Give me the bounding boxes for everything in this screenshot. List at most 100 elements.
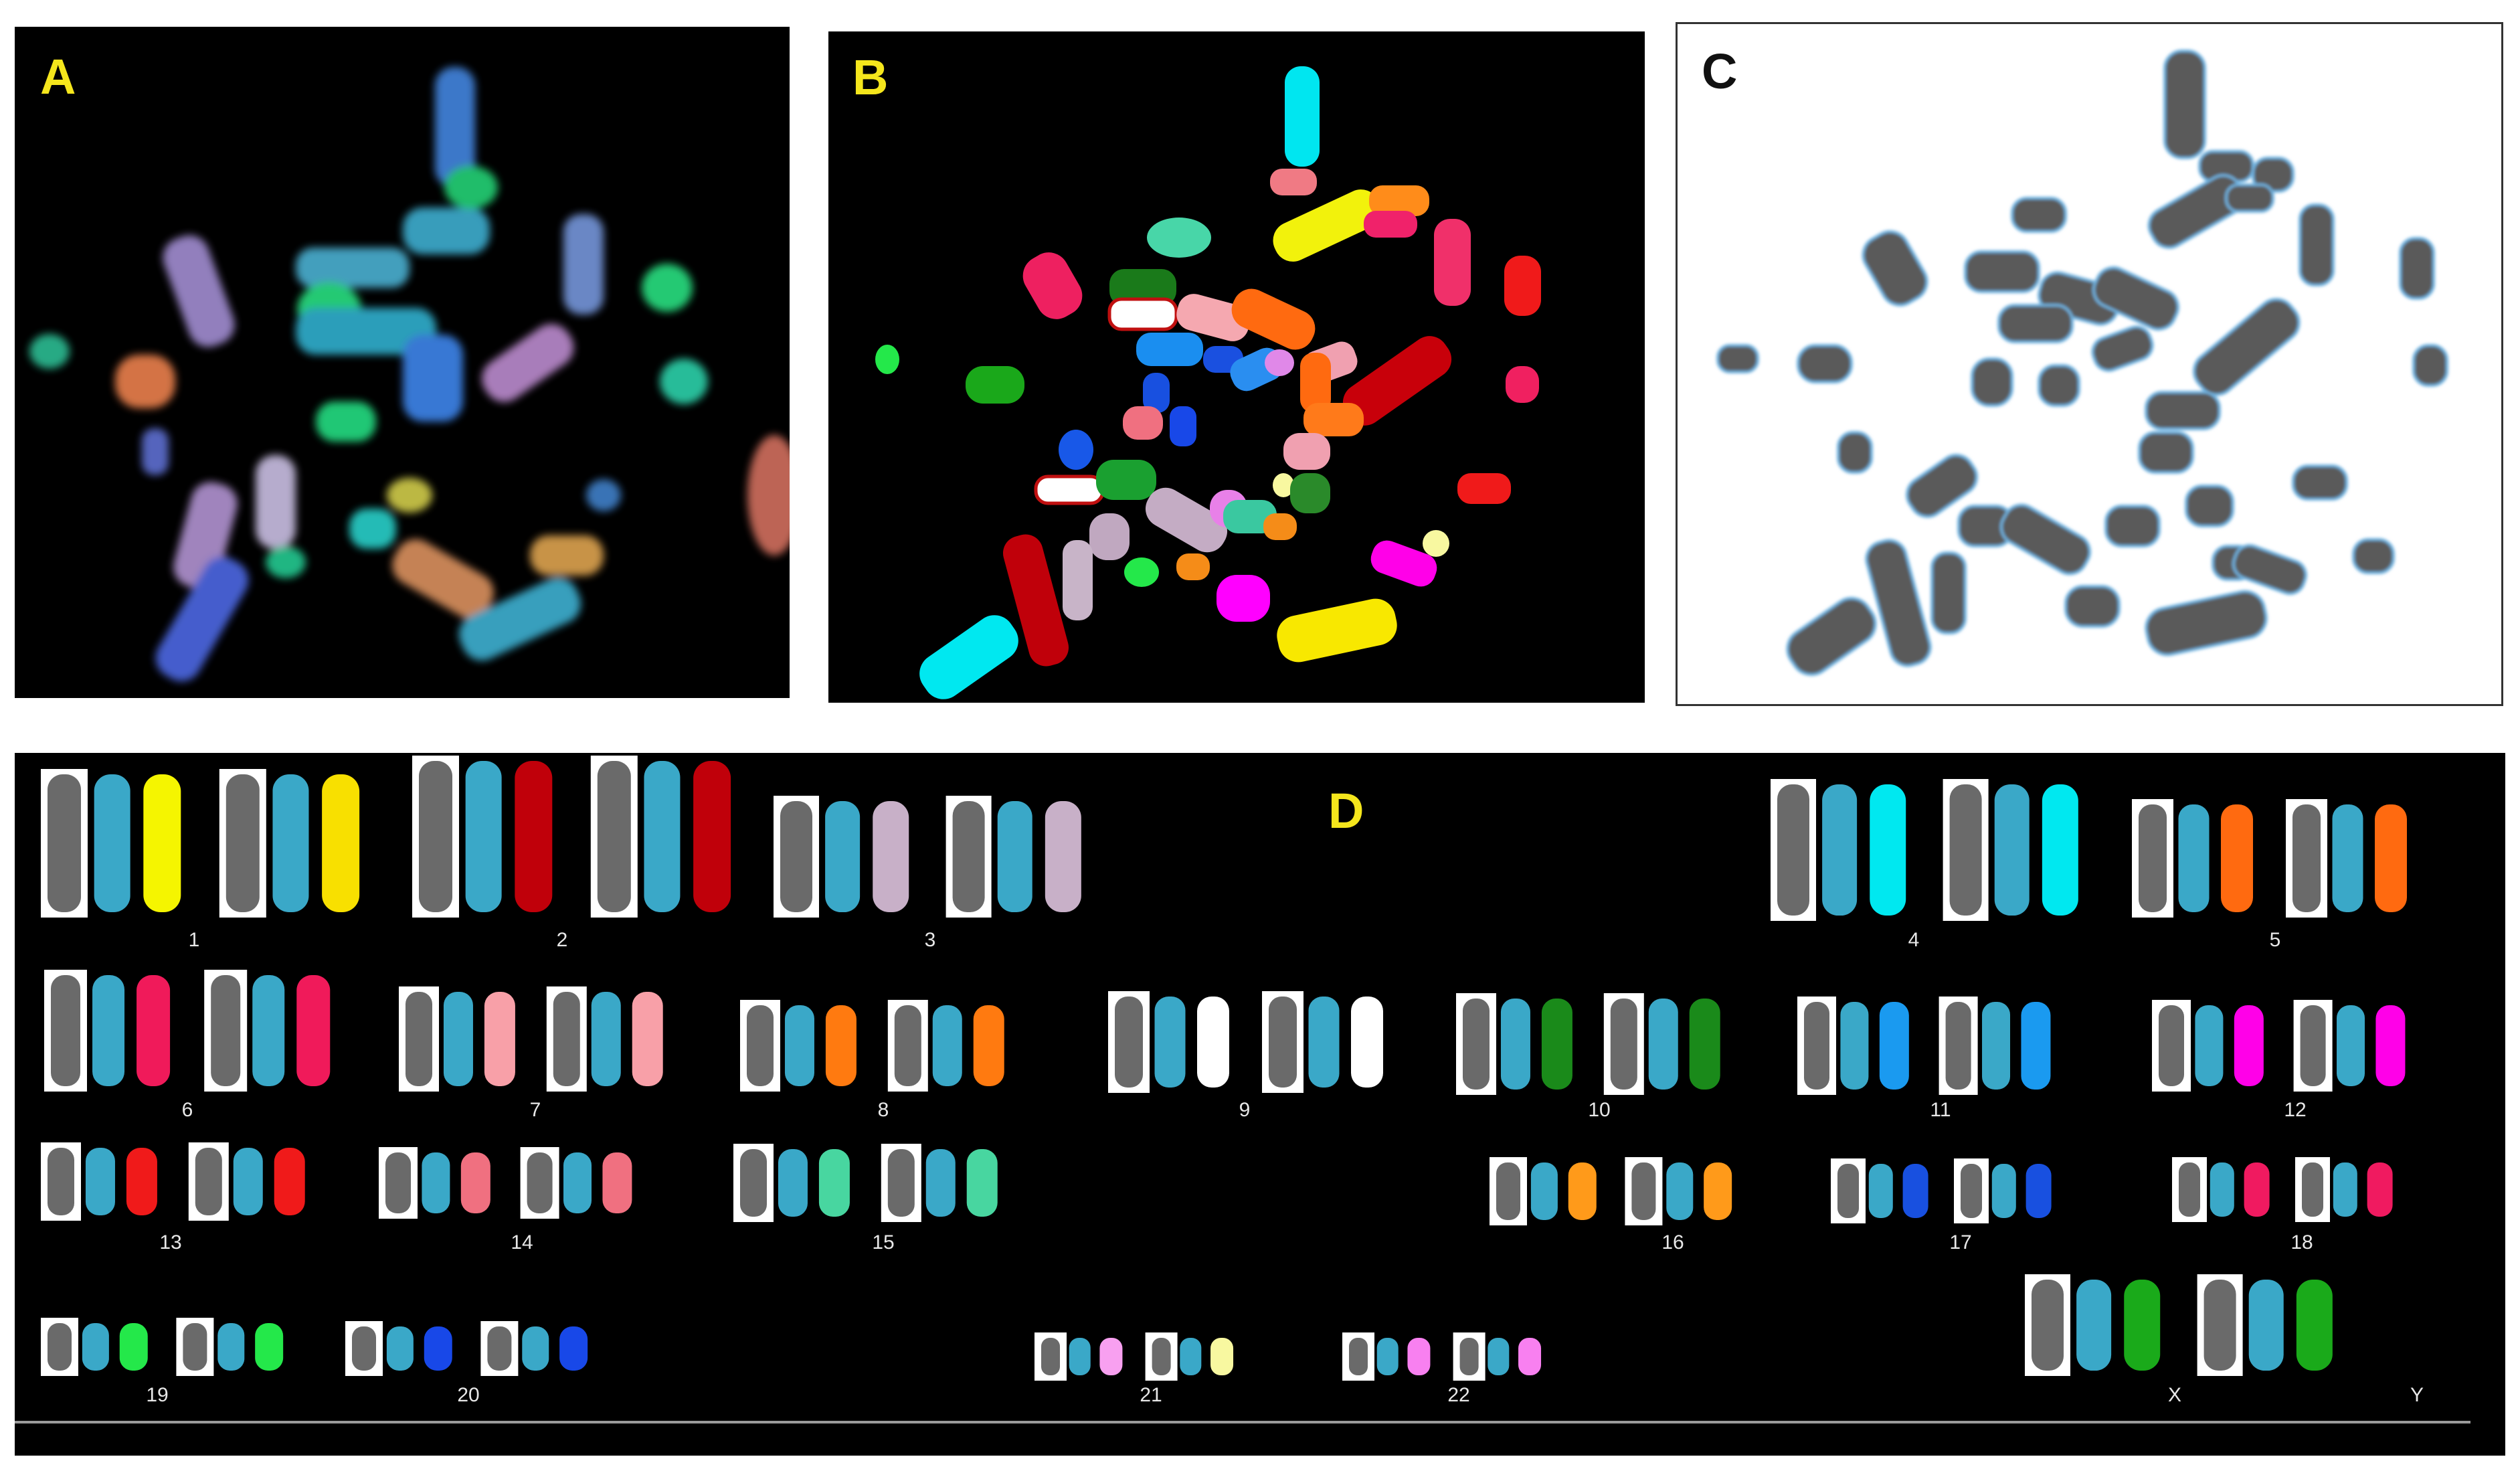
chromosome-pair-21 — [1034, 1332, 1234, 1381]
greyscale-chromosome — [226, 774, 260, 912]
chromosome-label-19: 19 — [146, 1384, 169, 1406]
classified-chromosome — [1541, 999, 1572, 1090]
classified-chromosome — [1210, 1338, 1234, 1375]
chromosome-label-11: 11 — [1930, 1099, 1951, 1121]
chromosome-pair-5 — [2132, 799, 2407, 918]
chromosome-label-3: 3 — [924, 929, 936, 951]
fish-chromosome — [2076, 1280, 2112, 1371]
panel-a-fish-image: A — [15, 27, 790, 698]
fish-chromosome — [1530, 1162, 1558, 1220]
greyscale-chromosome — [2159, 1005, 2184, 1086]
fish-chromosome — [644, 761, 681, 912]
greyscale-chromosome — [527, 1152, 553, 1213]
greyscale-chromosome — [385, 1152, 411, 1213]
greyscale-chromosome — [2300, 1005, 2326, 1086]
chromosome-label-12: 12 — [2284, 1099, 2307, 1121]
classified-chromosome — [2296, 1280, 2333, 1371]
fish-chromosome — [233, 1148, 263, 1215]
chromosome-pair-10 — [1456, 993, 1720, 1095]
fish-chromosome — [82, 1323, 109, 1371]
panel-b-label: B — [852, 50, 889, 105]
greyscale-chromosome — [195, 1148, 222, 1215]
classified-chromosome — [966, 1149, 998, 1217]
classified-chromosome — [322, 774, 360, 912]
fish-chromosome — [1982, 1002, 2011, 1090]
greyscale-chromosome — [1269, 997, 1297, 1088]
chromosome-label-2: 2 — [556, 929, 568, 951]
fish-chromosome — [997, 801, 1032, 912]
classified-chromosome — [1099, 1338, 1123, 1375]
classified-chromosome — [1902, 1164, 1928, 1218]
chromosome-label-1: 1 — [188, 929, 200, 951]
fish-chromosome — [1868, 1164, 1893, 1218]
fish-chromosome — [1666, 1162, 1694, 1220]
greyscale-chromosome — [183, 1323, 207, 1371]
classified-chromosome — [2124, 1280, 2161, 1371]
classified-chromosome — [1568, 1162, 1597, 1220]
chromosome-label-7: 7 — [529, 1099, 541, 1121]
classified-chromosome — [2367, 1162, 2393, 1217]
classified-chromosome — [515, 761, 553, 912]
fish-chromosome — [563, 1152, 592, 1213]
fish-chromosome — [2178, 804, 2210, 912]
fish-chromosome — [272, 774, 309, 912]
greyscale-chromosome — [1349, 1338, 1368, 1375]
fish-chromosome — [1488, 1338, 1510, 1375]
classified-chromosome — [255, 1323, 284, 1371]
greyscale-chromosome — [1945, 1002, 1971, 1090]
chromosome-label-5: 5 — [2269, 929, 2281, 951]
classified-chromosome — [2244, 1162, 2270, 1217]
fish-chromosome — [1069, 1338, 1091, 1375]
greyscale-chromosome — [1463, 999, 1490, 1090]
greyscale-chromosome — [51, 975, 80, 1086]
chromosome-pair-7 — [399, 986, 663, 1092]
chromosome-label-22: 22 — [1447, 1384, 1470, 1406]
classified-chromosome — [1351, 997, 1383, 1088]
greyscale-chromosome — [597, 761, 631, 912]
chromosome-pair-19 — [41, 1318, 284, 1376]
chromosome-pair-16 — [1490, 1157, 1732, 1225]
classified-chromosome — [1689, 999, 1720, 1090]
greyscale-chromosome — [2179, 1162, 2200, 1217]
chromosome-pair-12 — [2152, 1000, 2406, 1092]
chromosome-pair-20 — [345, 1321, 588, 1376]
fish-chromosome — [1500, 999, 1530, 1090]
classified-chromosome — [1407, 1338, 1431, 1375]
karyogram-baseline — [15, 1421, 2470, 1423]
chromosome-label-4: 4 — [1908, 929, 1920, 951]
classified-chromosome — [424, 1326, 452, 1371]
greyscale-chromosome — [1837, 1164, 1859, 1218]
karyogram-chromosome-pairs — [41, 756, 2407, 1381]
fish-chromosome — [94, 774, 130, 912]
classified-chromosome — [2375, 804, 2407, 912]
greyscale-chromosome — [1804, 1002, 1829, 1090]
classified-chromosome — [1197, 997, 1229, 1088]
classified-chromosome — [1045, 801, 1081, 912]
classified-chromosome — [2042, 784, 2078, 916]
chromosome-label-18: 18 — [2290, 1231, 2313, 1254]
chromosome-label-10: 10 — [1588, 1099, 1611, 1121]
chromosome-pair-8 — [740, 1000, 1004, 1092]
classified-chromosome — [632, 992, 663, 1086]
fish-chromosome — [522, 1326, 549, 1371]
panel-a-label: A — [40, 49, 76, 104]
classified-chromosome — [484, 992, 515, 1086]
fish-chromosome — [217, 1323, 245, 1371]
classified-chromosome — [2221, 804, 2253, 912]
greyscale-chromosome — [1777, 784, 1809, 916]
classified-chromosome — [873, 801, 909, 912]
chromosome-label-16: 16 — [1661, 1231, 1684, 1254]
classified-chromosome — [1879, 1002, 1909, 1090]
fish-chromosome — [778, 1149, 808, 1217]
greyscale-chromosome — [1459, 1338, 1479, 1375]
fish-chromosome — [2195, 1005, 2224, 1086]
classified-metaphase-spread — [875, 66, 1541, 699]
chromosome-pair-11 — [1797, 997, 2051, 1095]
classified-chromosome — [1870, 784, 1906, 916]
chromosome-label-14: 14 — [511, 1231, 533, 1254]
fish-metaphase-spread — [29, 67, 790, 682]
panel-c-label: C — [1702, 44, 1738, 99]
chromosome-label-y: Y — [2410, 1384, 2424, 1406]
panel-c-dapi-image: C — [1676, 22, 2503, 706]
fish-chromosome — [1991, 1164, 2016, 1218]
